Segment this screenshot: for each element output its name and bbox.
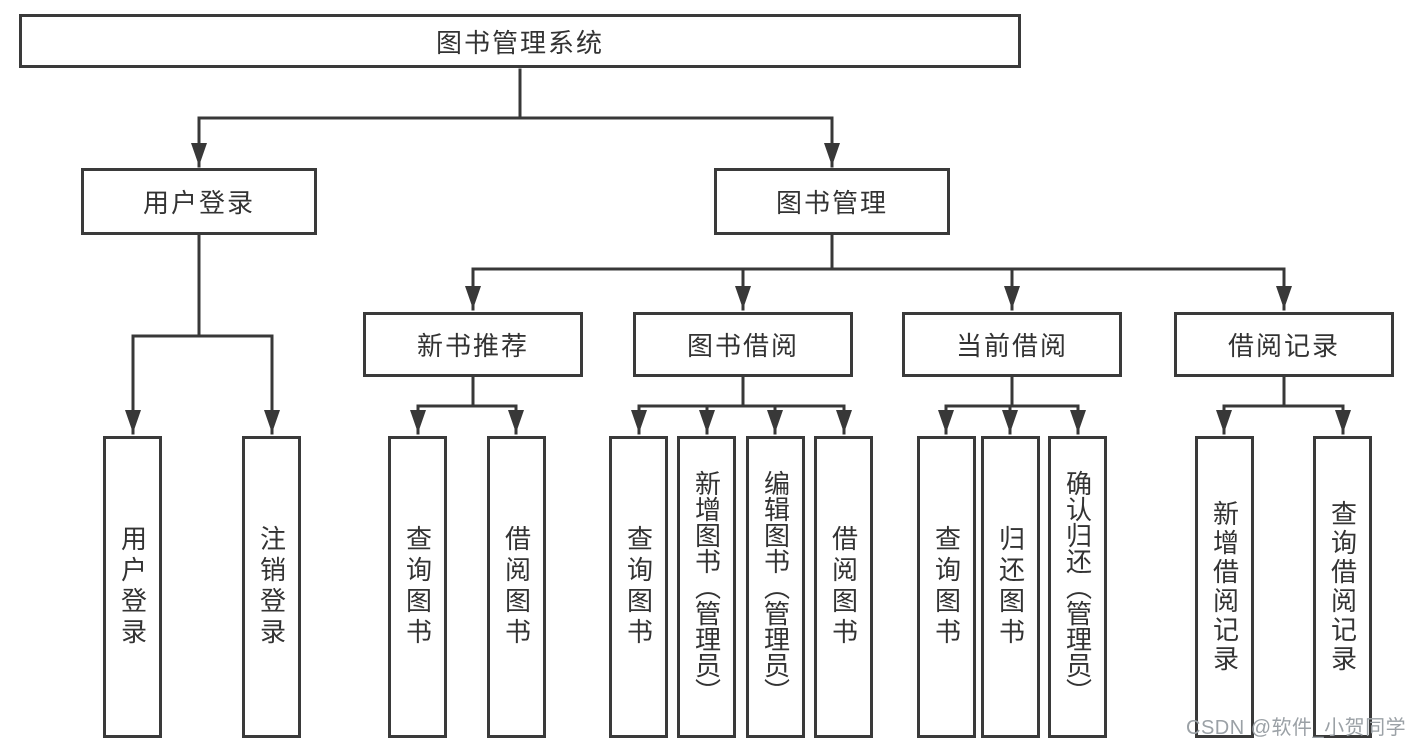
node-user-login: 用户登录 (81, 168, 317, 235)
node-borrowing-records-label: 借阅记录 (1227, 331, 1340, 361)
leaf-borrow-books-recommend: 借阅图书 (487, 436, 546, 738)
node-book-borrowing-label: 图书借阅 (686, 331, 799, 361)
leaf-logout: 注销登录 (242, 436, 301, 738)
leaf-query-books-borrowing-label: 查询图书 (623, 525, 654, 649)
node-user-login-label: 用户登录 (142, 188, 255, 218)
node-book-management: 图书管理 (714, 168, 950, 235)
node-library-system-label: 图书管理系统 (435, 27, 604, 58)
leaf-add-borrow-record-label: 新增借阅记录 (1209, 500, 1240, 674)
leaf-edit-books-admin: 编辑图书（管理员） (746, 436, 805, 738)
leaf-query-books-recommend: 查询图书 (388, 436, 447, 738)
leaf-logout-label: 注销登录 (256, 525, 287, 649)
leaf-return-books-label: 归还图书 (995, 525, 1026, 649)
leaf-add-books-admin-label: 新增图书（管理员） (691, 470, 722, 704)
node-library-system: 图书管理系统 (19, 14, 1021, 68)
leaf-borrow-books-borrowing: 借阅图书 (814, 436, 873, 738)
leaf-query-books-current-label: 查询图书 (931, 525, 962, 649)
leaf-query-borrow-record-label: 查询借阅记录 (1327, 500, 1358, 674)
leaf-confirm-return-admin-label: 确认归还（管理员） (1062, 470, 1093, 704)
leaf-user-login: 用户登录 (103, 436, 162, 738)
leaf-add-borrow-record: 新增借阅记录 (1195, 436, 1254, 738)
leaf-query-borrow-record: 查询借阅记录 (1313, 436, 1372, 738)
leaf-edit-books-admin-label: 编辑图书（管理员） (760, 470, 791, 704)
leaf-add-books-admin: 新增图书（管理员） (677, 436, 736, 738)
csdn-watermark: CSDN @软件_小贺同学 (1186, 717, 1405, 739)
leaf-user-login-label: 用户登录 (117, 525, 148, 649)
node-borrowing-records: 借阅记录 (1174, 312, 1394, 377)
leaf-query-books-borrowing: 查询图书 (609, 436, 668, 738)
node-new-book-recommendation: 新书推荐 (363, 312, 583, 377)
leaf-query-books-current: 查询图书 (917, 436, 976, 738)
node-current-borrowing: 当前借阅 (902, 312, 1122, 377)
node-book-management-label: 图书管理 (775, 188, 888, 218)
leaf-borrow-books-borrowing-label: 借阅图书 (828, 525, 859, 649)
leaf-confirm-return-admin: 确认归还（管理员） (1048, 436, 1107, 738)
node-new-book-recommendation-label: 新书推荐 (416, 331, 529, 361)
leaf-query-books-recommend-label: 查询图书 (402, 525, 433, 649)
node-book-borrowing: 图书借阅 (633, 312, 853, 377)
leaf-borrow-books-recommend-label: 借阅图书 (501, 525, 532, 649)
node-current-borrowing-label: 当前借阅 (955, 331, 1068, 361)
leaf-return-books: 归还图书 (981, 436, 1040, 738)
